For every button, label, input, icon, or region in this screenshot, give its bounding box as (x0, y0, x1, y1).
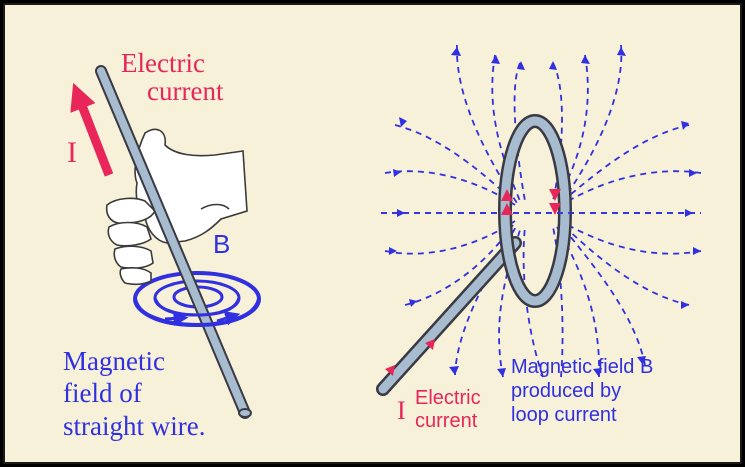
loop-electric-current-label-line2: current (415, 410, 478, 432)
electric-current-label: Electric current (121, 49, 223, 106)
loop-electric-current-label: Electric current (415, 387, 481, 433)
current-arrow-icon (70, 82, 114, 177)
field-arrowheads (389, 47, 701, 377)
loop-field-label-line1: Magnetic field B (511, 356, 654, 378)
straight-wire-field-label-line1: Magnetic (63, 346, 165, 376)
electric-current-label-line1: Electric (121, 48, 205, 78)
diagram-panel: Electric current I B Magnetic field of s… (3, 3, 742, 464)
loop-field-label-line2: produced by (511, 380, 622, 402)
field-symbol: B (213, 229, 231, 259)
straight-wire-field-label: Magnetic field of straight wire. (63, 345, 205, 442)
loop-field-lines (381, 44, 702, 378)
loop-electric-current-label-line1: Electric (415, 387, 481, 409)
current-symbol: I (67, 136, 77, 169)
straight-wire (95, 65, 252, 419)
loop-current-arrows (385, 189, 561, 376)
loop-field-label-line3: loop current (511, 404, 617, 426)
straight-wire-field-label-line2: field of (63, 378, 142, 409)
loop-wire (376, 114, 701, 396)
diagram-canvas (70, 44, 702, 419)
electric-current-label-line2: current (147, 76, 224, 107)
loop-current-symbol: I (397, 396, 406, 425)
straight-wire-field-label-line3: straight wire. (63, 410, 206, 441)
loop-field-label: Magnetic field B produced by loop curren… (511, 355, 653, 427)
